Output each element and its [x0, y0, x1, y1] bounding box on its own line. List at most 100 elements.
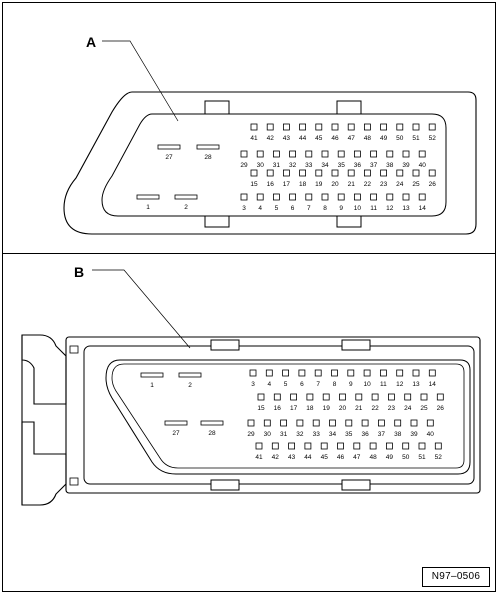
connector-a-outer-housing — [63, 91, 477, 235]
connector-a-pin-2-socket — [174, 194, 198, 200]
connector-b-pin-43-socket — [288, 442, 296, 450]
connector-b-pin-22-label: 22 — [371, 405, 379, 412]
connector-b-pin-17-label: 17 — [290, 405, 298, 412]
connector-b-pin-2-label: 2 — [188, 382, 192, 389]
connector-b-pin-49-socket — [385, 442, 393, 450]
connector-a-pin-17-label: 17 — [283, 181, 291, 188]
connector-b-pin-8-label: 8 — [333, 381, 337, 388]
connector-b-pin-36-socket — [361, 419, 369, 427]
callout-a-leader — [102, 40, 179, 122]
connector-b-pin-16-socket — [273, 393, 281, 401]
connector-b-pin-38-socket — [394, 419, 402, 427]
connector-b-pin-43-label: 43 — [288, 454, 296, 461]
connector-b-pin-27-label: 27 — [172, 430, 180, 437]
connector-b-pin-42-label: 42 — [272, 454, 280, 461]
connector-b-pin-52-socket — [434, 442, 442, 450]
connector-b-pin-23-socket — [387, 393, 395, 401]
connector-b-pin-46-label: 46 — [337, 454, 345, 461]
connector-a-pin-48-socket — [363, 123, 371, 131]
connector-b-pin-9-label: 9 — [349, 381, 353, 388]
connector-a-pin-15-socket — [250, 169, 258, 177]
connector-a-pin-8-label: 8 — [323, 205, 327, 212]
connector-a-pin-20-socket — [331, 169, 339, 177]
connector-a-pin-23-label: 23 — [380, 181, 388, 188]
connector-b-pin-50-socket — [402, 442, 410, 450]
connector-b-housing-rim — [83, 345, 475, 485]
connector-a-pin-2-label: 2 — [184, 204, 188, 211]
connector-a-latch-top-right — [336, 100, 362, 115]
connector-b-pin-12-label: 12 — [396, 381, 404, 388]
connector-a-pin-38-socket — [386, 150, 394, 158]
callout-b-leader — [92, 269, 191, 349]
connector-b-latch-bottom-right — [341, 479, 371, 491]
callout-b-label: B — [74, 264, 84, 280]
connector-a-pin-22-socket — [363, 169, 371, 177]
connector-b-pin-11-label: 11 — [380, 381, 387, 388]
connector-b-pin-44-label: 44 — [304, 454, 312, 461]
connector-a-pin-10-label: 10 — [354, 205, 362, 212]
connector-b-pin-15-socket — [257, 393, 265, 401]
connector-a-pin-28-label: 28 — [204, 154, 212, 161]
connector-b-pin-34-label: 34 — [329, 431, 337, 438]
connector-a-pin-45-label: 45 — [315, 135, 323, 142]
connector-b-key-bottom — [69, 477, 79, 486]
connector-a-pin-5-label: 5 — [275, 205, 279, 212]
connector-a-pin-31-socket — [272, 150, 280, 158]
connector-a-pin-6-socket — [289, 193, 297, 201]
connector-b-pin-10-label: 10 — [363, 381, 371, 388]
connector-a-pin-11-label: 11 — [370, 205, 377, 212]
connector-a-pin-15-label: 15 — [250, 181, 258, 188]
connector-b-pin-42-socket — [271, 442, 279, 450]
connector-b-pin-22-socket — [371, 393, 379, 401]
connector-a-pin-41-label: 41 — [250, 135, 258, 142]
connector-a-pin-27-socket — [157, 144, 181, 150]
connector-b-pin-24-socket — [404, 393, 412, 401]
connector-a-pin-42-socket — [266, 123, 274, 131]
connector-b-pin-32-socket — [296, 419, 304, 427]
connector-b-pin-6-label: 6 — [300, 381, 304, 388]
connector-a-pin-33-label: 33 — [305, 162, 313, 169]
connector-a-pin-7-socket — [305, 193, 313, 201]
connector-b-outer-housing — [65, 336, 481, 494]
connector-a-pin-22-label: 22 — [364, 181, 372, 188]
connector-a-pin-46-socket — [331, 123, 339, 131]
connector-b-pin-28-socket — [200, 420, 224, 426]
connector-b-mount-bracket-lower — [21, 421, 67, 506]
connector-b-pin-45-socket — [320, 442, 328, 450]
connector-b-pin-29-socket — [247, 419, 255, 427]
connector-a-pin-30-label: 30 — [257, 162, 265, 169]
connector-a-pin-51-socket — [412, 123, 420, 131]
connector-b-pin-3-label: 3 — [251, 381, 255, 388]
connector-b-pin-31-label: 31 — [280, 431, 288, 438]
connector-a-pin-18-socket — [299, 169, 307, 177]
connector-b-pin-27-socket — [164, 420, 188, 426]
connector-a-pin-32-label: 32 — [289, 162, 297, 169]
connector-b-pin-2-socket — [178, 372, 202, 378]
connector-b-pin-21-socket — [355, 393, 363, 401]
connector-a-pin-46-label: 46 — [331, 135, 339, 142]
connector-a-pin-48-label: 48 — [364, 135, 372, 142]
connector-a-pin-25-label: 25 — [412, 181, 420, 188]
connector-b-pin-8-socket — [331, 369, 338, 377]
connector-a-pin-37-socket — [370, 150, 378, 158]
connector-b-pin-35-label: 35 — [345, 431, 353, 438]
connector-b-pin-12-socket — [396, 369, 404, 377]
connector-a-pin-40-label: 40 — [419, 162, 427, 169]
connector-a-pin-40-socket — [418, 150, 426, 158]
connector-a-pin-25-socket — [412, 169, 420, 177]
connector-a-pin-9-label: 9 — [339, 205, 343, 212]
connector-a-pin-44-label: 44 — [299, 135, 307, 142]
connector-b-pin-14-socket — [428, 369, 436, 377]
connector-a-pin-51-label: 51 — [412, 135, 420, 142]
connector-b-pin-25-label: 25 — [420, 405, 428, 412]
connector-b-pin-24-label: 24 — [404, 405, 412, 412]
connector-a-pin-47-label: 47 — [348, 135, 356, 142]
connector-b-body — [21, 334, 481, 506]
connector-a-pin-13-label: 13 — [402, 205, 410, 212]
connector-a-pin-30-socket — [256, 150, 264, 158]
connector-a-pin-8-socket — [321, 193, 329, 201]
connector-a-inner-face — [101, 113, 447, 217]
